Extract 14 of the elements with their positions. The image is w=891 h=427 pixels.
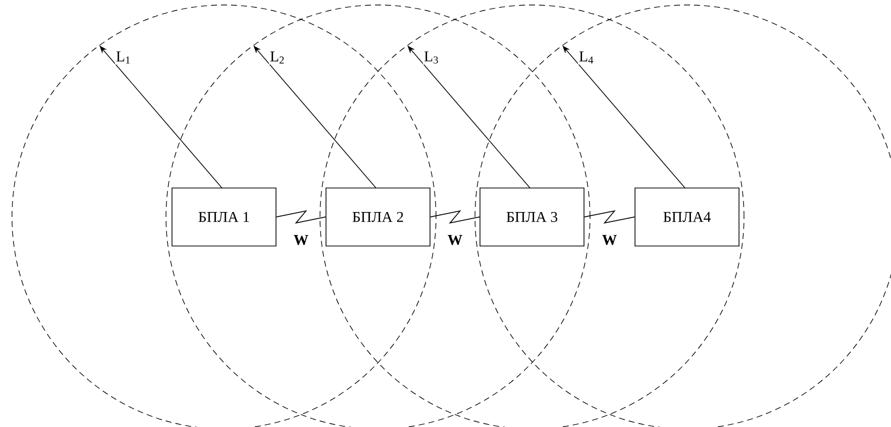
uav-box: БПЛА 1	[172, 188, 276, 246]
dimension-label: L$_{1}$	[114, 50, 132, 64]
dimension-label: L$_{3}$	[422, 50, 440, 65]
radio-link	[276, 210, 326, 224]
uav-box: БПЛА 3	[480, 188, 584, 246]
dimension-label: L$_{2}$	[268, 50, 286, 64]
edge-label: W	[292, 234, 310, 246]
radio-link	[584, 210, 636, 224]
uav-box: БПЛА 2	[326, 188, 430, 246]
dimension-label: L$_{4}$	[578, 50, 595, 64]
edge-label: W	[446, 234, 464, 246]
radio-link	[430, 210, 480, 224]
uav-box: БПЛА4	[634, 188, 740, 246]
edge-label: W	[601, 234, 618, 246]
